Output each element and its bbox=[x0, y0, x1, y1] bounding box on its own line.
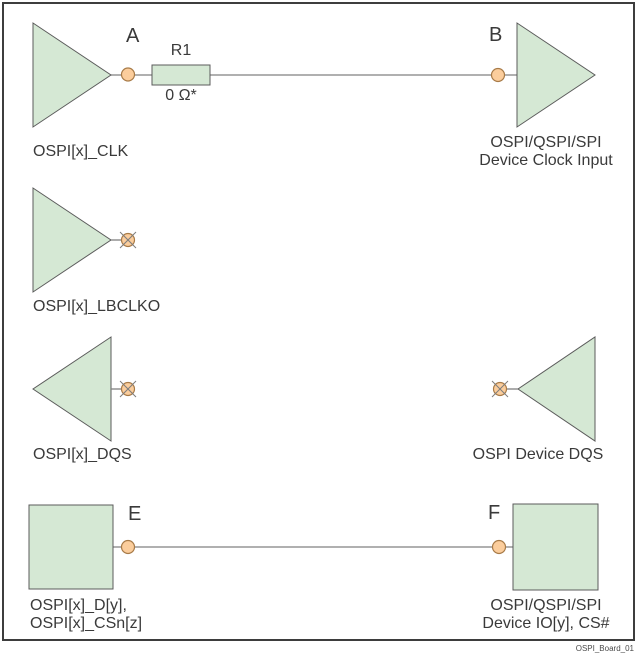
resistor-r1-icon bbox=[151, 64, 211, 86]
clk-input-caption-line1: OSPI/QSPI/SPI bbox=[490, 134, 602, 151]
clk-input-buffer-icon bbox=[516, 22, 596, 128]
no-connect-lbclko-icon bbox=[119, 231, 137, 249]
soc-io-block-icon bbox=[28, 504, 114, 590]
figure-frame bbox=[2, 2, 635, 641]
ospi-clk-label: OSPI[x]_CLK bbox=[33, 143, 129, 160]
clk-driver-buffer-icon bbox=[32, 22, 112, 128]
device-io-block-icon bbox=[512, 503, 599, 591]
soc-data-label-line1: OSPI[x]_D[y], bbox=[30, 597, 127, 614]
figure-id-label: OSPI_Board_01 bbox=[575, 644, 634, 653]
node-a-icon bbox=[120, 67, 136, 82]
device-io-caption-line2: Device IO[y], CS# bbox=[482, 614, 610, 632]
soc-data-label-line2: OSPI[x]_CSn[z] bbox=[30, 614, 143, 632]
ospi-dqs-label: OSPI[x]_DQS bbox=[33, 446, 132, 463]
resistor-refdes-label: R1 bbox=[170, 42, 192, 59]
node-e-icon bbox=[120, 539, 136, 555]
node-f-icon bbox=[491, 539, 507, 555]
no-connect-cross-line bbox=[119, 231, 137, 249]
device-io-caption: OSPI/QSPI/SPI Device IO[y], CS# bbox=[456, 597, 636, 632]
lbclko-buffer-icon bbox=[32, 187, 112, 293]
resistor-value-label: 0 Ω* bbox=[165, 87, 197, 104]
clk-input-caption-line2: Device Clock Input bbox=[479, 151, 613, 169]
node-b-label: B bbox=[489, 24, 503, 46]
no-connect-cross-line bbox=[491, 380, 509, 398]
no-connect-device-dqs-icon bbox=[491, 380, 509, 398]
dqs-input-buffer-icon bbox=[32, 336, 112, 442]
no-connect-dqs-icon bbox=[119, 380, 137, 398]
ospi-device-dqs-label: OSPI Device DQS bbox=[472, 446, 604, 463]
clk-input-caption: OSPI/QSPI/SPI Device Clock Input bbox=[456, 134, 636, 169]
ospi-lbclko-label: OSPI[x]_LBCLKO bbox=[33, 298, 161, 315]
device-io-caption-line1: OSPI/QSPI/SPI bbox=[490, 597, 602, 614]
node-e-label: E bbox=[128, 503, 142, 525]
node-a-label: A bbox=[126, 25, 140, 47]
node-f-label: F bbox=[488, 502, 501, 524]
device-dqs-buffer-icon bbox=[517, 336, 596, 442]
node-b-icon bbox=[490, 67, 506, 83]
soc-data-cs-label: OSPI[x]_D[y], OSPI[x]_CSn[z] bbox=[30, 597, 142, 632]
no-connect-cross-line bbox=[119, 380, 137, 398]
